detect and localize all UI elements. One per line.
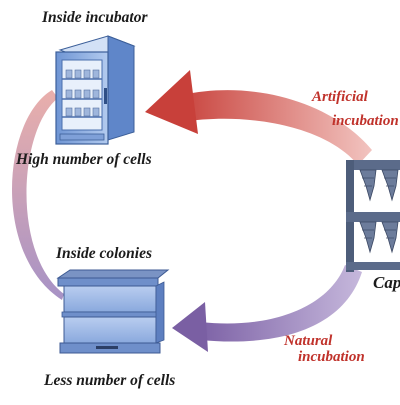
natural-label-line2: incubation [298,349,365,365]
natural-label-line1: Natural [284,333,333,349]
incubator-caption: High number of cells [16,151,152,168]
artificial-label-line1: Artificial [312,89,368,105]
colonies-title: Inside colonies [56,245,153,262]
beehive-icon [56,269,170,354]
artificial-label-line2: incubation [332,113,399,129]
colonies-caption: Less number of cells [44,372,176,389]
queen-cell-cap-icon [346,160,400,272]
cap-label: Cap [373,273,400,292]
incubator-icon [55,35,136,145]
left-cycle-arc [12,90,64,300]
incubator-title: Inside incubator [42,9,148,26]
natural-incubation-arrow [172,265,362,352]
artificial-incubation-arrow [145,70,372,165]
